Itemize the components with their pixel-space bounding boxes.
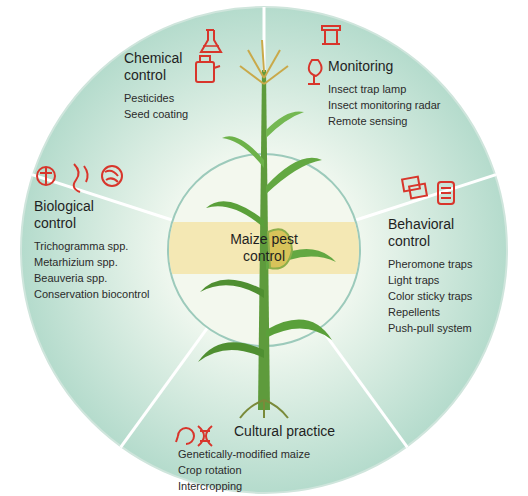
center-label: Maize pest control (221, 231, 307, 265)
sector-item: Insect monitoring radar (328, 97, 478, 113)
sector-item: Seed coating (124, 106, 234, 122)
sector-heading: Cultural practice (234, 423, 374, 440)
sector-item: Metarhizium spp. (34, 254, 184, 270)
sector-dividers (32, 7, 496, 447)
sector-heading: Behavioral control (388, 216, 470, 250)
sector-heading: Biological control (34, 198, 114, 232)
cultural-sector: Cultural practiceGenetically-modified ma… (178, 423, 348, 494)
center-circle: Maize pest control (221, 231, 307, 265)
sector-item: Color sticky traps (388, 288, 513, 304)
sector-item: Crop rotation (178, 462, 348, 478)
sector-item: Push-pull system (388, 320, 513, 336)
sector-heading: Monitoring (328, 58, 448, 75)
sector-item: Light traps (388, 272, 513, 288)
sector-item: Conservation biocontrol (34, 286, 184, 302)
outer-wheel (21, 7, 507, 493)
biological-sector: Biological controlTrichogramma spp.Metar… (34, 198, 184, 302)
monitoring-sector: MonitoringInsect trap lampInsect monitor… (328, 58, 478, 129)
behavioral-sector: Behavioral controlPheromone trapsLight t… (388, 216, 513, 336)
chemical-sector: Chemical controlPesticidesSeed coating (124, 50, 234, 122)
sector-item: Repellents (388, 304, 513, 320)
sector-heading: Chemical control (124, 50, 202, 84)
sector-item: Remote sensing (328, 113, 478, 129)
sector-item: Trichogramma spp. (34, 238, 184, 254)
maize-plant (198, 40, 336, 418)
sector-item: Pesticides (124, 90, 234, 106)
sector-item: Genetically-modified maize (178, 446, 348, 462)
sector-item: Intercropping (178, 478, 348, 494)
sector-item: Insect trap lamp (328, 81, 478, 97)
sector-item: Pheromone traps (388, 256, 513, 272)
sector-item: Beauveria spp. (34, 270, 184, 286)
